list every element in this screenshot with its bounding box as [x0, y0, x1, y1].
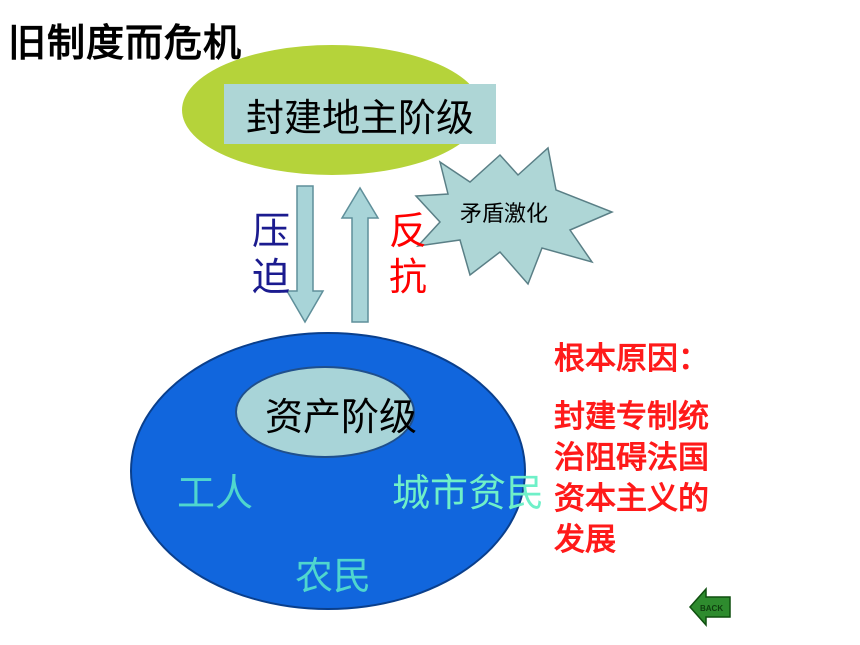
up-arrow-shape — [340, 186, 380, 323]
reason-line: 封建专制统 — [554, 399, 709, 435]
bourgeoisie-label: 资产阶级 — [265, 395, 418, 439]
resist-char-1: 反 — [388, 209, 427, 253]
peasants-label: 农民 — [295, 554, 372, 598]
reason-line: 资本主义的 — [554, 481, 709, 517]
bourgeoisie-ellipse — [235, 366, 415, 458]
resist-label: 反 抗 — [388, 208, 428, 300]
urban-poor-label: 城市贫民 — [392, 471, 545, 515]
back-arrow-icon — [688, 587, 731, 627]
starburst-shape — [414, 146, 614, 286]
slide-title: 旧制度而危机 — [8, 21, 243, 65]
oppress-char-2: 迫 — [251, 255, 290, 299]
reason-line: 发展 — [554, 522, 616, 558]
back-button-label: BACK — [700, 604, 723, 613]
landlord-class-box: 封建地主阶级 — [224, 84, 496, 144]
oppress-char-1: 压 — [251, 209, 290, 253]
workers-label: 工人 — [177, 471, 254, 515]
resist-char-2: 抗 — [388, 255, 427, 299]
oppress-label: 压 迫 — [251, 208, 291, 300]
conflict-label: 矛盾激化 — [460, 202, 549, 227]
reason-heading: 根本原因： — [554, 341, 709, 377]
reason-line: 治阻碍法国 — [554, 440, 709, 476]
reason-text: 封建专制统 治阻碍法国 资本主义的 发展 — [554, 397, 754, 561]
down-arrow-shape — [285, 185, 325, 324]
